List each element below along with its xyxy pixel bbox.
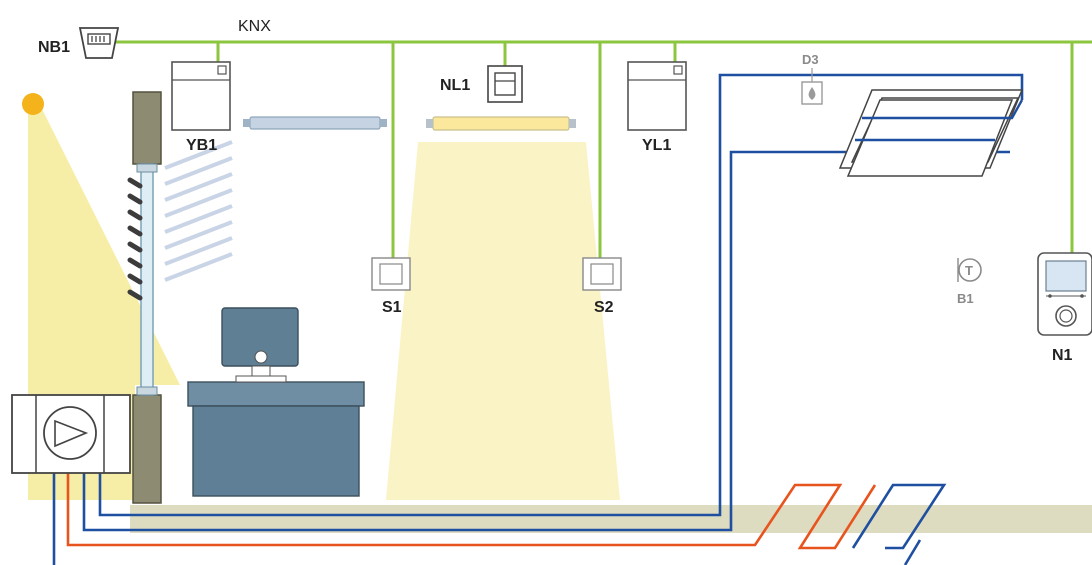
return-pipes bbox=[52, 73, 1024, 565]
workstation-desk bbox=[187, 307, 365, 497]
floor-slab bbox=[130, 505, 1092, 533]
s2-label: S2 bbox=[594, 299, 614, 316]
yb1-label: YB1 bbox=[186, 137, 217, 154]
n1-room-controller-icon bbox=[1037, 252, 1092, 336]
n1-label: N1 bbox=[1052, 347, 1073, 364]
fan-coil-unit bbox=[11, 394, 131, 474]
b1-temperature-sensor bbox=[957, 258, 982, 282]
blinds bbox=[127, 177, 143, 301]
knx-bus-label: KNX bbox=[238, 18, 271, 35]
b1-symbol: T bbox=[965, 263, 973, 278]
chilled-ceiling-panels bbox=[838, 89, 1024, 177]
yl1-label: YL1 bbox=[642, 137, 671, 154]
sun-icon bbox=[22, 93, 44, 115]
blind-shadow bbox=[164, 140, 233, 282]
humidity-drop-icon bbox=[808, 87, 816, 100]
window-wall bbox=[132, 91, 162, 504]
supply-pipes bbox=[66, 470, 877, 550]
knx-bus bbox=[112, 40, 1092, 258]
ceiling-panel-pipe bbox=[855, 99, 1024, 142]
d3-label: D3 bbox=[802, 52, 819, 67]
fan-icon bbox=[54, 419, 89, 448]
s1-label: S1 bbox=[382, 299, 402, 316]
nb1-label: NB1 bbox=[38, 39, 70, 56]
s1-switch-icon bbox=[371, 257, 411, 291]
light-cone bbox=[386, 142, 620, 500]
yl1-actuator-icon bbox=[627, 61, 687, 131]
lamp-center-icon bbox=[426, 116, 576, 131]
b1-label: B1 bbox=[957, 291, 974, 306]
nl1-label: NL1 bbox=[440, 77, 470, 94]
nl1-dimmer-icon bbox=[487, 65, 523, 103]
nb1-device-icon bbox=[78, 27, 120, 59]
s2-switch-icon bbox=[582, 257, 622, 291]
yb1-actuator-icon bbox=[171, 61, 231, 131]
lamp-left-icon bbox=[243, 116, 387, 130]
d3-sensor bbox=[801, 68, 823, 105]
